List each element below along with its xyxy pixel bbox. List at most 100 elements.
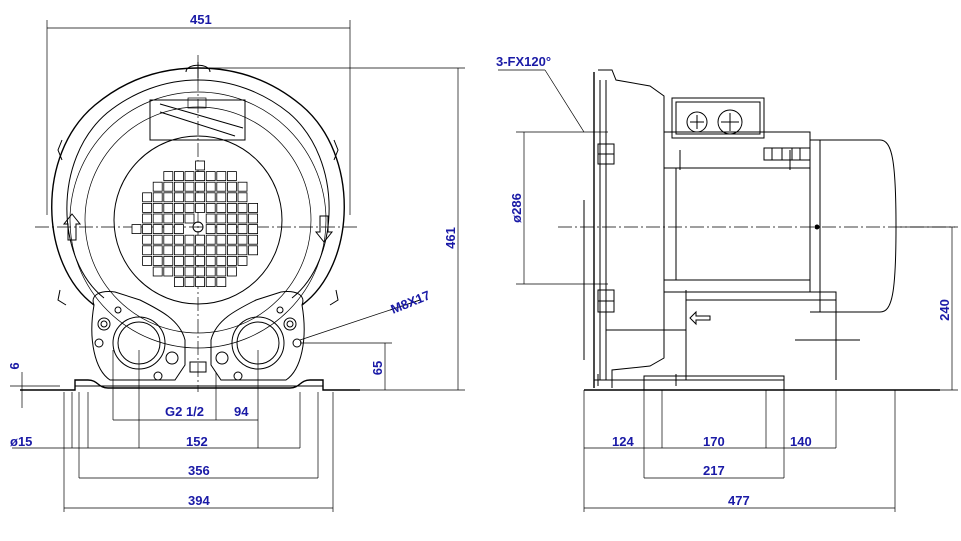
grille-slot (152, 245, 163, 256)
grille-slot (248, 213, 259, 224)
grille-slot (237, 224, 248, 235)
grille-slot (152, 181, 163, 192)
grille-slot (195, 202, 206, 213)
grille-slot (195, 277, 206, 288)
grille-slot (205, 171, 216, 182)
grille-slot (237, 255, 248, 266)
grille-slot (163, 181, 174, 192)
dim-94: 94 (234, 404, 249, 419)
grille-slot (152, 266, 163, 277)
flow-down-arrow-icon (314, 215, 334, 243)
grille-slot (237, 213, 248, 224)
blower-casing (51, 62, 345, 349)
dim-394: 394 (188, 493, 210, 508)
grille-slot (131, 224, 142, 235)
grille-slot (195, 192, 206, 203)
grille-slot (173, 234, 184, 245)
dim-65: 65 (370, 361, 385, 375)
base-plate (20, 379, 360, 391)
grille-slot (142, 255, 153, 266)
grille-slot (184, 192, 195, 203)
grille-slot (226, 171, 237, 182)
grille-slot (216, 277, 227, 288)
port-block (91, 291, 305, 381)
dim-477: 477 (728, 493, 750, 508)
grille-slot (205, 202, 216, 213)
grille-slot (237, 192, 248, 203)
grille-slot (216, 192, 227, 203)
grille-slot (226, 255, 237, 266)
grille-slot (216, 213, 227, 224)
grille-slot (163, 202, 174, 213)
grille-slot (173, 192, 184, 203)
shaft-center (192, 221, 204, 233)
grille-slot (163, 224, 174, 235)
grille-slot (184, 277, 195, 288)
grille-slot (152, 213, 163, 224)
grille-slot (173, 213, 184, 224)
grille-slot (195, 234, 206, 245)
grille-slot (248, 245, 259, 256)
grille-slot (205, 181, 216, 192)
grille-slot (237, 202, 248, 213)
grille-slot (142, 202, 153, 213)
grille-slot (195, 255, 206, 266)
grille-slot (248, 234, 259, 245)
grille-slot (163, 255, 174, 266)
grille-slot (248, 202, 259, 213)
grille-slot (216, 234, 227, 245)
grille-slot (216, 181, 227, 192)
dim-152: 152 (186, 434, 208, 449)
grille-slot (195, 160, 206, 171)
grille-slot (184, 213, 195, 224)
grille-slot (184, 171, 195, 182)
grille-slot (216, 255, 227, 266)
grille-slot (152, 255, 163, 266)
dim-217: 217 (703, 463, 725, 478)
grille-slot (184, 266, 195, 277)
dim-451: 451 (190, 12, 212, 27)
terminal-box-front (149, 97, 246, 141)
front-dimensions (10, 20, 465, 512)
dim-240: 240 (937, 299, 952, 321)
grille-slot (216, 171, 227, 182)
grille-slot (184, 255, 195, 266)
screw-icon (686, 111, 708, 133)
grille-slot (173, 255, 184, 266)
flange-label: 3-FX120° (496, 54, 551, 69)
grille-slot (205, 234, 216, 245)
grille-slot (152, 234, 163, 245)
grille-slot (216, 245, 227, 256)
side-base-plate (584, 374, 940, 391)
grille-slot (205, 224, 216, 235)
outlet-arrow-icon (689, 310, 711, 326)
side-view: 3-FX120° ø286 240 124 170 140 217 477 (496, 54, 958, 512)
grille-slot (163, 266, 174, 277)
grille-slot (226, 202, 237, 213)
grille-slot (195, 171, 206, 182)
flow-up-arrow-icon (62, 213, 82, 241)
screw-icon (717, 109, 743, 135)
grille-slot (226, 192, 237, 203)
grille-slot (163, 234, 174, 245)
dim-diameter-286: ø286 (509, 193, 524, 223)
grille-slot (184, 234, 195, 245)
front-view: 451 461 M8X17 65 6 ø15 G2 1/2 94 152 356… (7, 12, 465, 512)
grille-slot (237, 234, 248, 245)
grille-slot (142, 192, 153, 203)
grille-slot (237, 181, 248, 192)
grille-slot (216, 224, 227, 235)
grille-slot (173, 224, 184, 235)
grille-slot (142, 234, 153, 245)
grille-slot (142, 224, 153, 235)
grille-slot (226, 245, 237, 256)
grille-slot (195, 266, 206, 277)
grille-slot (226, 224, 237, 235)
grille-slot (184, 202, 195, 213)
grille-slot (205, 277, 216, 288)
grille-slot (142, 245, 153, 256)
grille-slot (163, 213, 174, 224)
grille-slot (184, 181, 195, 192)
grille-slot (173, 202, 184, 213)
dim-124: 124 (612, 434, 634, 449)
